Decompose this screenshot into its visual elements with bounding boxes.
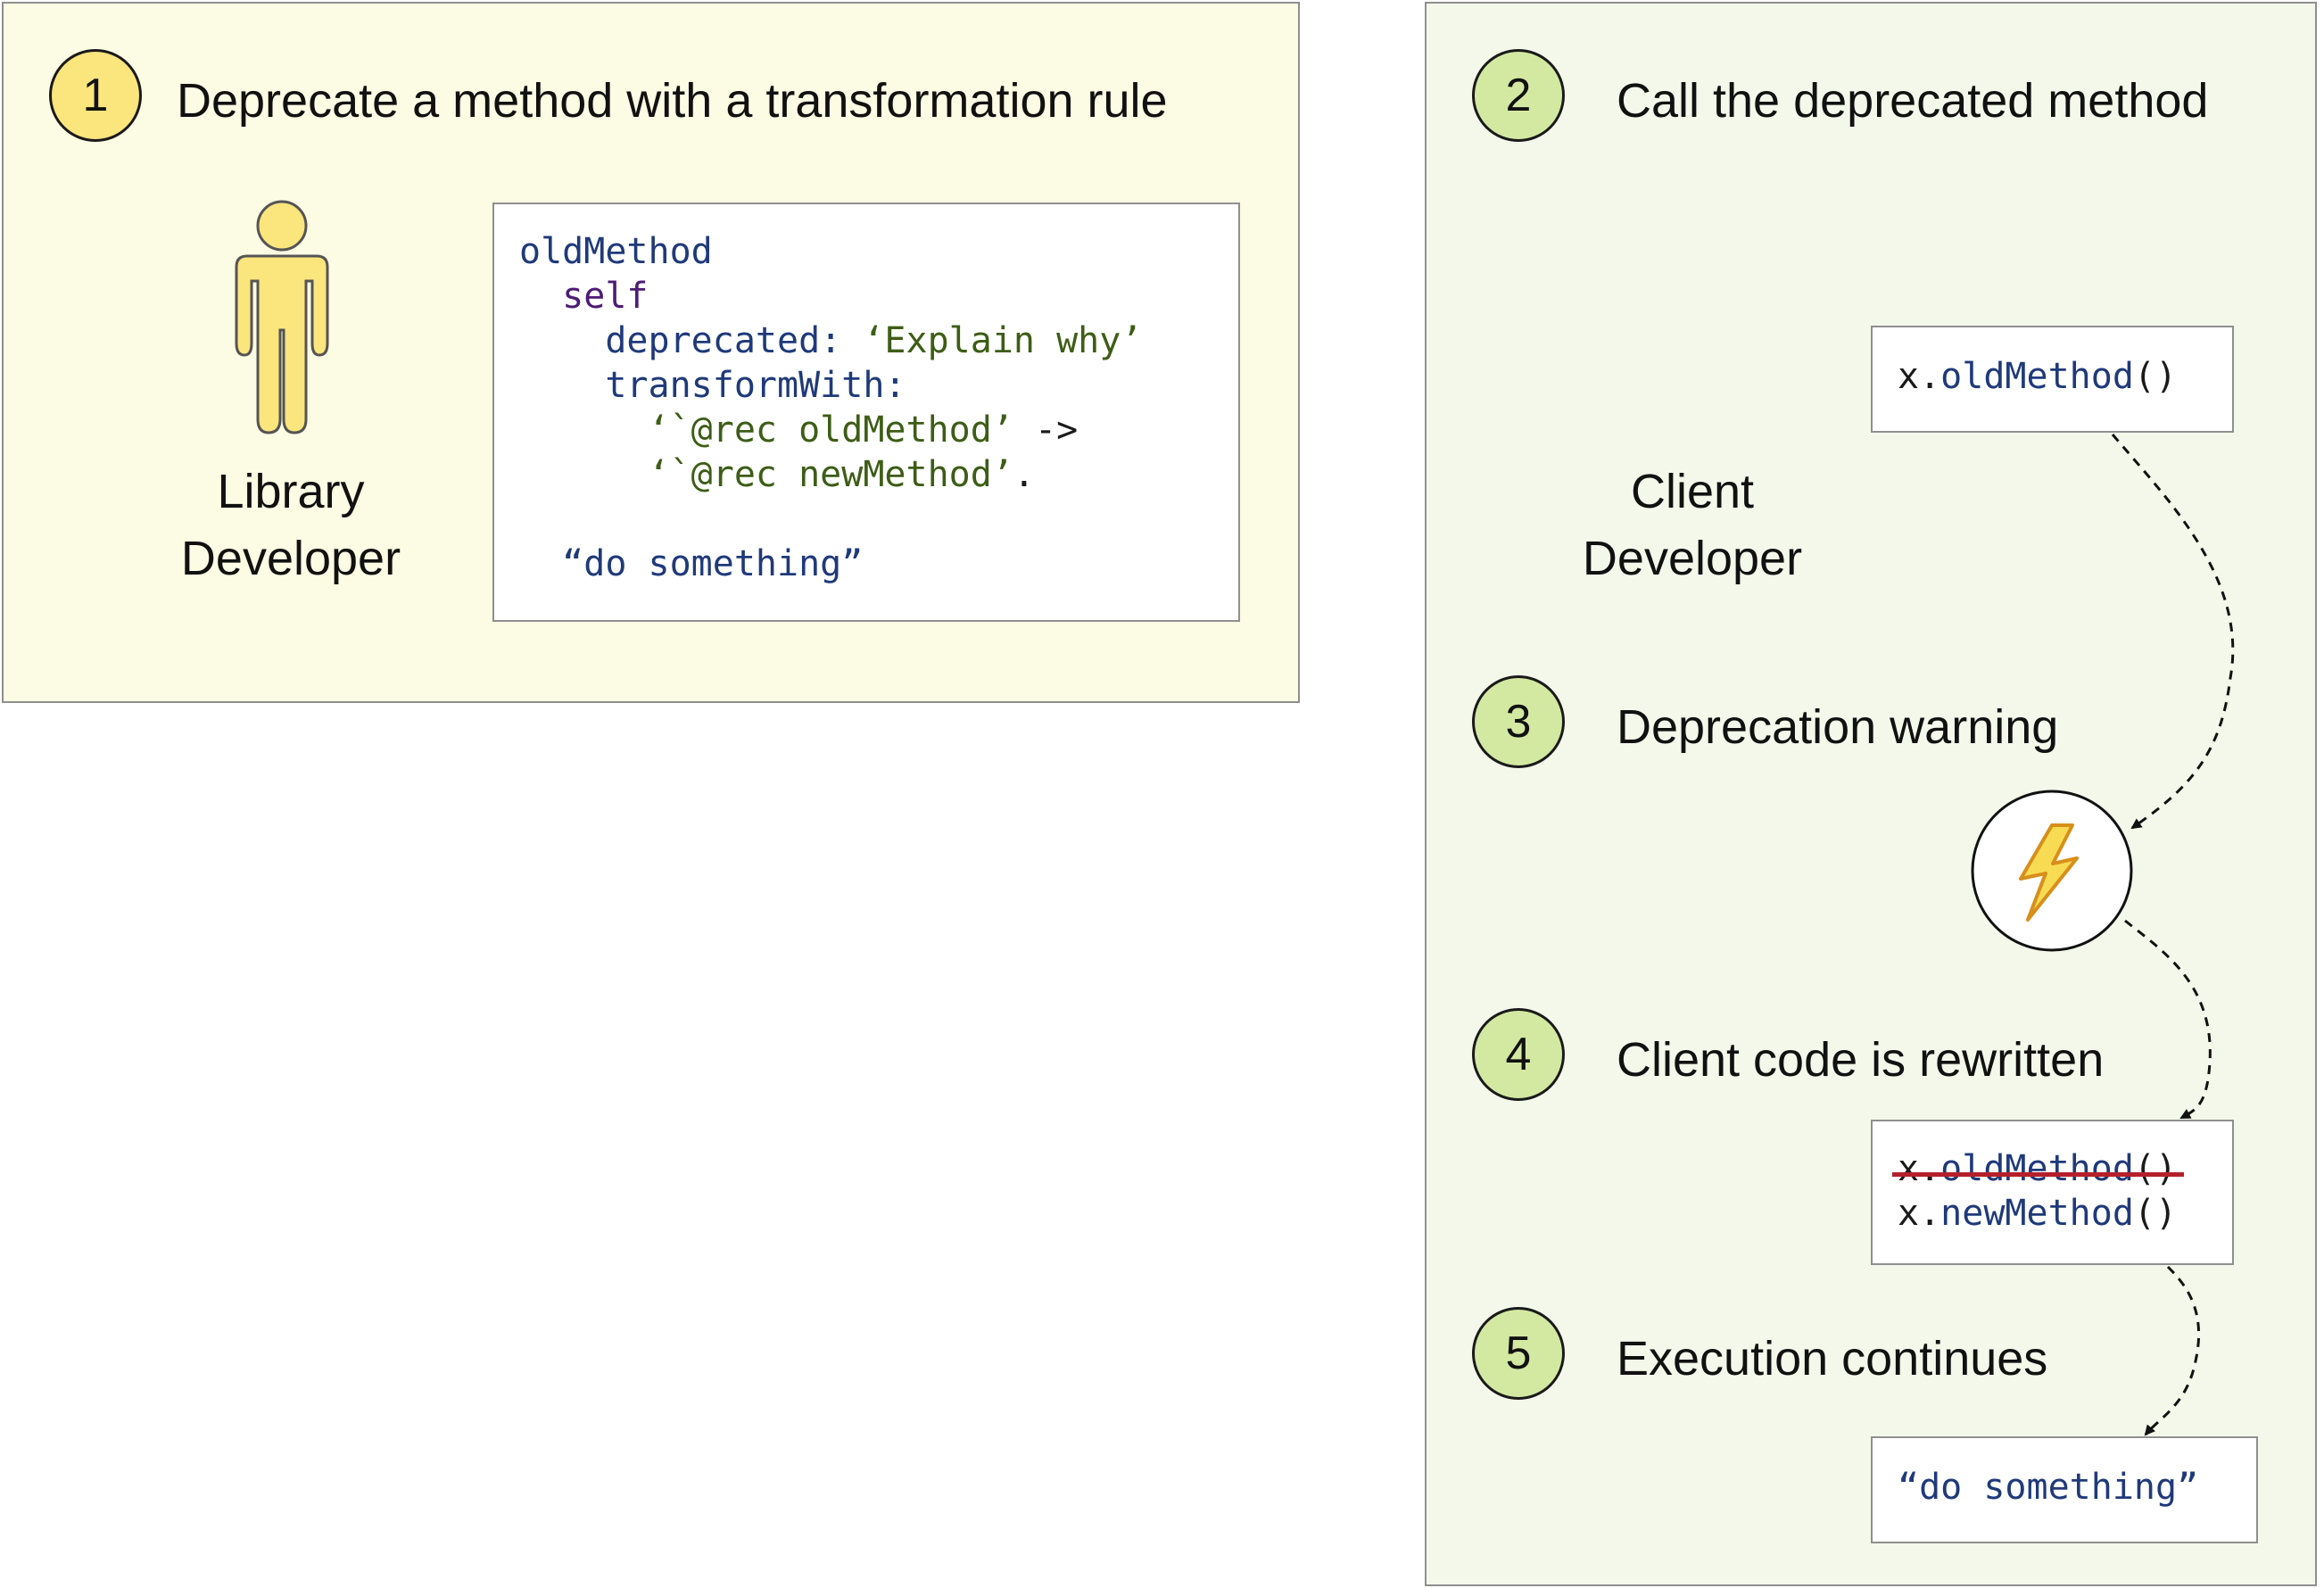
flow-arrow-call-to-warning: [2111, 434, 2235, 830]
struck-old-call: x.oldMethod(): [1892, 1148, 2185, 1189]
step-2-badge: 2: [1472, 49, 1565, 142]
old-method-call-box: x.oldMethod(): [1871, 326, 2234, 433]
lightning-icon: [2019, 823, 2079, 922]
flow-arrow-rewrite-to-result: [2144, 1265, 2200, 1436]
deprecation-code-box: oldMethod self deprecated: ‘Explain why’…: [492, 203, 1240, 622]
strikethrough-line: [1892, 1172, 2185, 1177]
code-rule-to: ‘`@rec newMethod’: [648, 454, 1013, 495]
code-method-name: oldMethod: [519, 231, 713, 272]
code-rule-from: ‘`@rec oldMethod’: [648, 409, 1013, 451]
step-4-heading: Client code is rewritten: [1617, 1033, 2105, 1087]
code-transform-keyword: transformWith:: [605, 365, 906, 406]
step-5-badge: 5: [1472, 1307, 1565, 1400]
library-developer-label: Library Developer: [180, 465, 401, 585]
flow-arrow-warning-to-rewrite: [2124, 919, 2212, 1120]
rewritten-code-box: x.oldMethod()x.newMethod(): [1871, 1120, 2234, 1265]
client-developer-panel: [1425, 2, 2317, 1586]
step-1-heading: Deprecate a method with a transformation…: [177, 74, 1168, 128]
step-2-heading: Call the deprecated method: [1617, 74, 2209, 128]
code-rule-arrow: ->: [1035, 409, 1079, 451]
step-1-badge: 1: [49, 49, 142, 142]
code-deprecated-message: ‘Explain why’: [863, 320, 1143, 361]
code-deprecated-keyword: deprecated:: [605, 320, 842, 361]
step-4-badge: 4: [1472, 1008, 1565, 1101]
result-code-box: “do something”: [1871, 1436, 2258, 1543]
code-method-body: “do something”: [562, 543, 864, 584]
step-3-heading: Deprecation warning: [1617, 700, 2059, 754]
code-receiver: self: [562, 276, 649, 317]
person-icon: [235, 200, 329, 434]
step-5-heading: Execution continues: [1617, 1332, 2048, 1385]
step-3-badge: 3: [1472, 675, 1565, 768]
client-developer-label: Client Developer: [1582, 465, 1803, 585]
